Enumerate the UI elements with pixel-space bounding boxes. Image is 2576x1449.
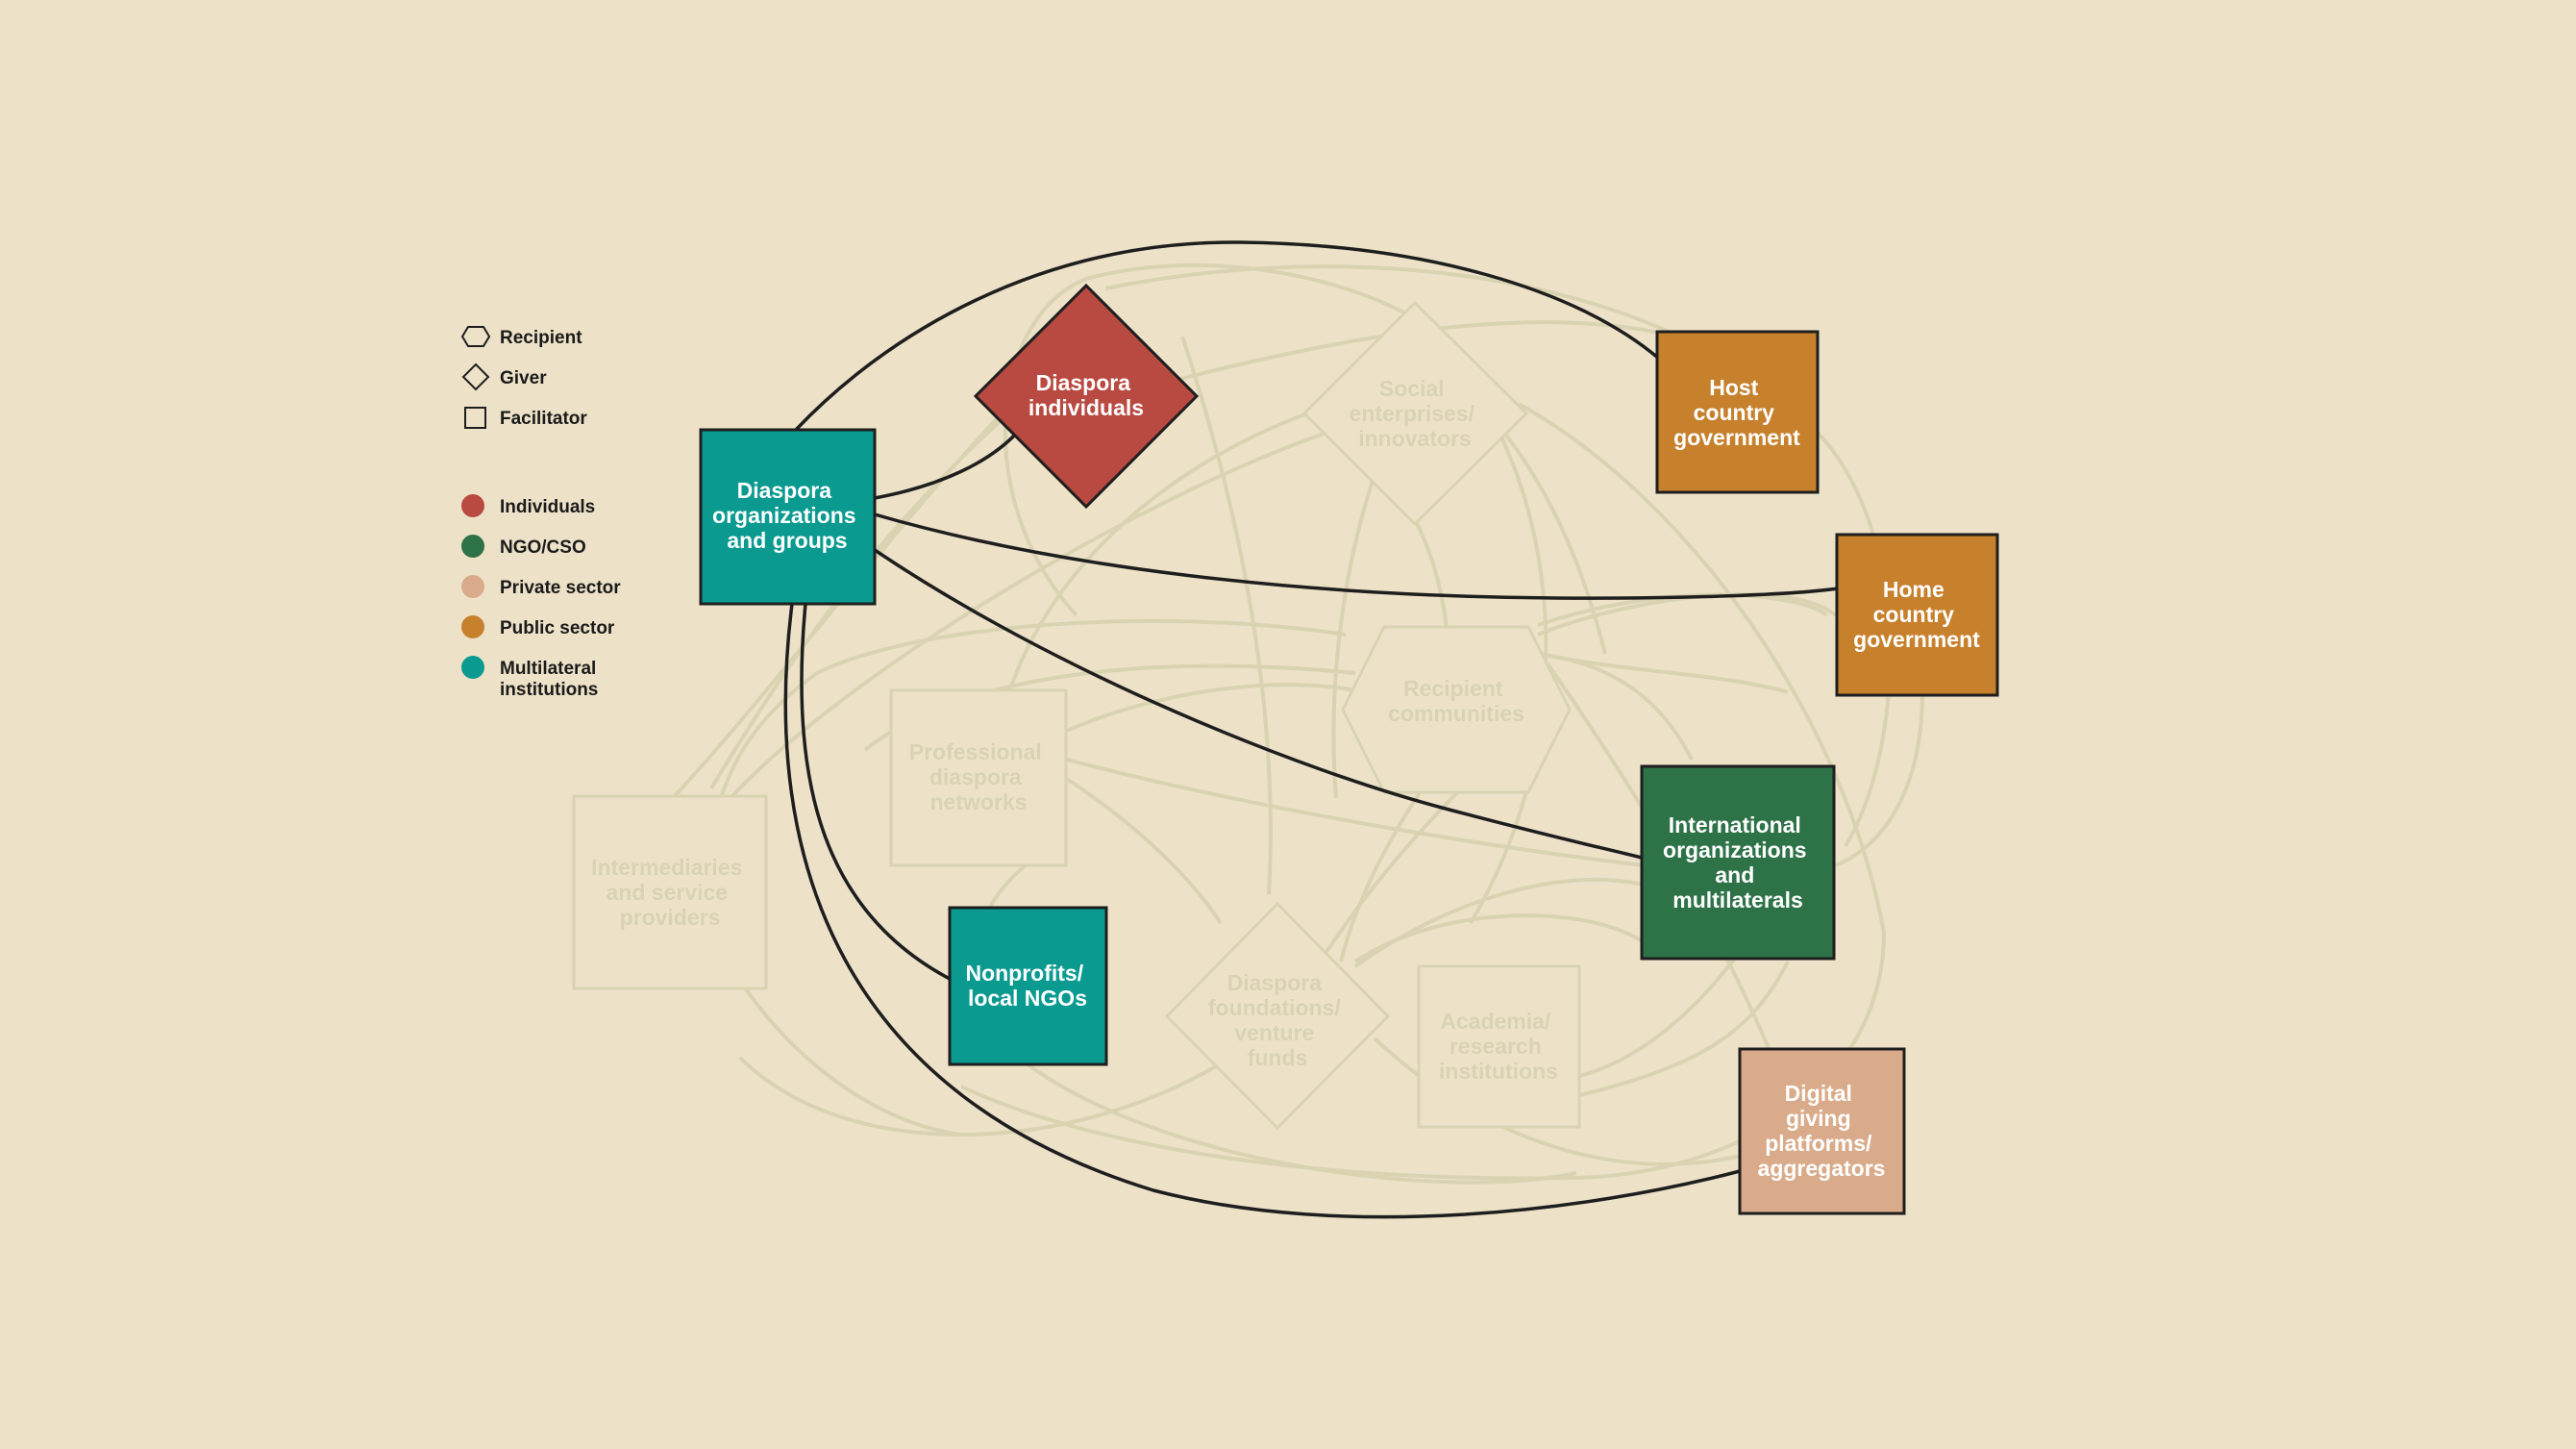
- legend-label: Recipient: [500, 328, 582, 348]
- node-home-government[interactable]: Home country government: [1835, 533, 1999, 697]
- legend-categories: Individuals NGO/CSO Private sector Publi…: [461, 494, 621, 700]
- multilateral-swatch-icon: [461, 656, 484, 679]
- node-label: Professional diaspora networks: [909, 739, 1048, 814]
- faded-edge: [738, 1056, 1232, 1137]
- node-label: Host country government: [1673, 375, 1800, 450]
- edge-orgs-to-individuals: [874, 431, 1019, 500]
- node-digital-giving-platforms[interactable]: Digital giving platforms/ aggregators: [1738, 1047, 1906, 1215]
- legend-shapes: Recipient Giver Facilitator: [460, 326, 587, 429]
- legend-label: Public sector: [500, 618, 615, 638]
- faded-edge: [1066, 758, 1645, 867]
- faded-edge: [1339, 787, 1424, 962]
- edge-orgs-to-host-gov: [794, 240, 1661, 432]
- node-label: Home country government: [1853, 577, 1980, 652]
- faded-edge: [738, 979, 962, 1137]
- edge-orgs-to-home-gov: [874, 512, 1839, 600]
- node-diaspora-organizations[interactable]: Diaspora organizations and groups: [699, 428, 877, 606]
- legend-label: Multilateral: [500, 659, 596, 679]
- node-shape: [973, 283, 1200, 510]
- faded-edge: [1180, 336, 1273, 895]
- node-diaspora-foundations[interactable]: Diaspora foundations/ venture funds: [1164, 901, 1391, 1131]
- node-label: Digital giving platforms/ aggregators: [1758, 1081, 1886, 1181]
- node-recipient-communities[interactable]: Recipient communities: [1341, 625, 1572, 794]
- faded-edge: [1065, 777, 1223, 925]
- legend-label: Facilitator: [500, 409, 587, 429]
- node-label: Nonprofits/ local NGOs: [965, 961, 1089, 1011]
- node-shape: [1738, 1047, 1906, 1215]
- faded-nodes: Social enterprises/ innovators Recipient…: [572, 300, 1581, 1131]
- node-nonprofits[interactable]: Nonprofits/ local NGOs: [948, 906, 1108, 1066]
- node-shape: [1835, 533, 1999, 697]
- square-icon: [464, 407, 486, 429]
- active-nodes: Diaspora individuals Diaspora organizati…: [699, 283, 1999, 1215]
- node-social-enterprises[interactable]: Social enterprises/ innovators: [1301, 300, 1529, 527]
- faded-edge: [1835, 691, 1924, 867]
- legend-label: Private sector: [500, 578, 621, 598]
- node-shape: [948, 906, 1108, 1066]
- faded-edge: [1575, 961, 1790, 1098]
- faded-edge: [1066, 683, 1366, 733]
- node-professional-networks[interactable]: Professional diaspora networks: [889, 688, 1068, 867]
- diamond-icon: [461, 362, 490, 391]
- faded-edge: [1353, 913, 1646, 963]
- legend-label: Individuals: [500, 497, 595, 517]
- edge-orgs-to-international: [874, 548, 1643, 860]
- node-label: Academia/ research institutions: [1439, 1009, 1558, 1084]
- node-label: Recipient communities: [1388, 676, 1524, 726]
- legend-label: NGO/CSO: [500, 537, 586, 558]
- node-label: Social enterprises/ innovators: [1350, 376, 1481, 451]
- private-sector-swatch-icon: [461, 575, 484, 598]
- node-intermediaries[interactable]: Intermediaries and service providers: [572, 794, 768, 990]
- legend-label: institutions: [500, 680, 598, 700]
- edge-orgs-to-digital-giving: [783, 603, 1741, 1219]
- node-shape: [1640, 764, 1836, 961]
- active-connections: [783, 240, 1839, 1219]
- node-academia[interactable]: Academia/ research institutions: [1417, 964, 1581, 1129]
- node-label: Intermediaries and service providers: [591, 855, 749, 930]
- public-sector-swatch-icon: [461, 615, 484, 638]
- faded-edge: [1537, 652, 1789, 694]
- node-diaspora-individuals[interactable]: Diaspora individuals: [973, 283, 1200, 510]
- hexagon-icon: [460, 326, 491, 347]
- ngo-cso-swatch-icon: [461, 535, 484, 558]
- faded-edge: [1575, 950, 1742, 1079]
- node-international-organizations[interactable]: International organizations and multilat…: [1640, 764, 1836, 961]
- faded-edge: [729, 431, 1327, 800]
- faded-edge: [1007, 412, 1308, 693]
- faded-edge: [1017, 1056, 1577, 1185]
- node-shape: [1655, 330, 1820, 494]
- node-host-government[interactable]: Host country government: [1655, 330, 1820, 494]
- node-label: International organizations and multilat…: [1663, 812, 1813, 912]
- individuals-swatch-icon: [461, 494, 484, 517]
- legend: Recipient Giver Facilitator Individuals …: [460, 326, 621, 700]
- legend-label: Giver: [500, 368, 547, 388]
- edge-orgs-to-nonprofits: [800, 603, 951, 981]
- faded-edge: [719, 618, 1347, 799]
- faded-edge: [1085, 262, 1414, 319]
- node-label: Diaspora foundations/ venture funds: [1208, 970, 1347, 1070]
- node-label: Diaspora individuals: [1028, 370, 1144, 420]
- node-label: Diaspora organizations and groups: [712, 478, 862, 553]
- node-shape: [699, 428, 877, 606]
